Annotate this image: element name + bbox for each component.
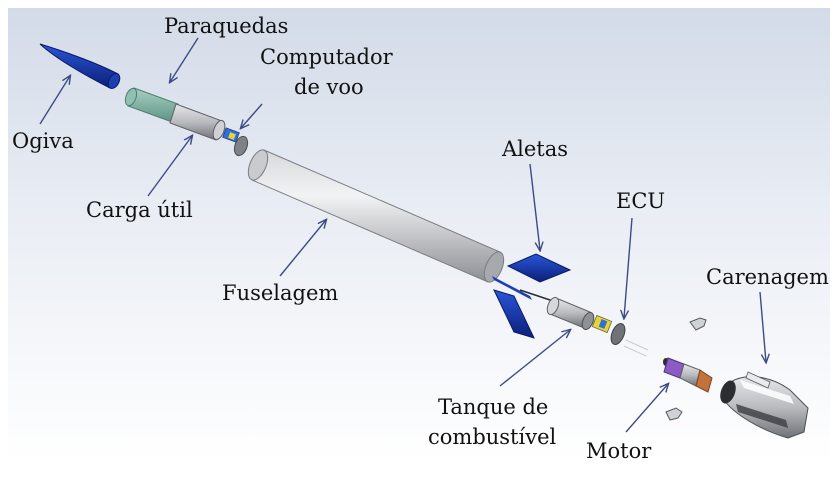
arrow-paraquedas <box>170 37 199 82</box>
arrow-motor <box>625 384 668 433</box>
leader-arrows <box>39 37 766 433</box>
label-tanque-line1: Tanque de <box>438 395 548 419</box>
ecu-part <box>591 314 649 357</box>
label-fuselagem: Fuselagem <box>222 281 338 305</box>
label-motor: Motor <box>586 439 652 463</box>
fuel-tank-part <box>519 289 595 331</box>
label-paraquedas: Paraquedas <box>164 14 288 38</box>
fairing-part <box>720 371 809 439</box>
label-aletas: Aletas <box>501 137 568 161</box>
arrow-ecu <box>624 217 633 318</box>
parachute-part <box>124 87 179 123</box>
bracket-lower-part <box>665 407 683 421</box>
fins-part <box>492 253 572 339</box>
flight-computer-part <box>222 127 249 157</box>
label-computador-line2: de voo <box>294 75 364 99</box>
arrow-aletas <box>529 163 540 250</box>
arrow-carenagem <box>759 291 766 362</box>
arrow-ogiva <box>39 76 70 125</box>
arrow-tanque <box>499 330 570 387</box>
bracket-upper-part <box>689 317 707 331</box>
label-carenagem: Carenagem <box>706 265 829 289</box>
nose-cone-part <box>39 43 121 89</box>
payload-part <box>169 103 226 141</box>
label-ogiva: Ogiva <box>12 129 74 153</box>
arrow-computador <box>241 103 263 128</box>
arrow-fuselagem <box>279 220 326 277</box>
label-tanque-line2: combustível <box>428 425 557 449</box>
fuselage-part <box>247 149 505 283</box>
arrow-carga-util <box>147 136 192 197</box>
label-computador-line1: Computador <box>260 45 394 69</box>
motor-part <box>663 357 713 393</box>
label-carga-util: Carga útil <box>86 198 193 222</box>
label-ecu: ECU <box>616 189 665 213</box>
